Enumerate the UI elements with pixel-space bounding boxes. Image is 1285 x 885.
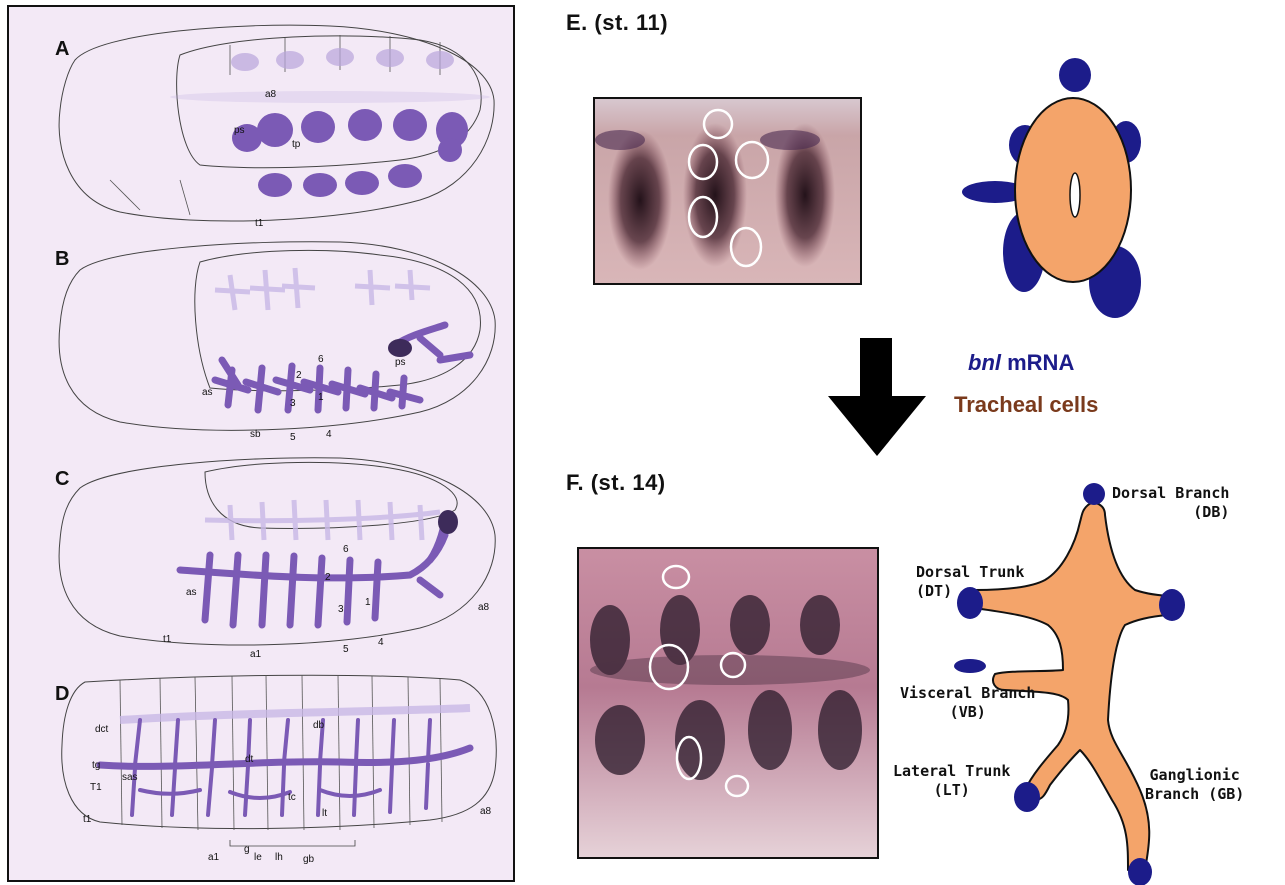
- label-visceral-branch-name: Visceral Branch: [900, 684, 1035, 703]
- label-b-3: 3: [290, 398, 296, 409]
- label-a-ps: ps: [234, 125, 245, 136]
- label-d-lh: lh: [275, 852, 283, 863]
- label-d-tc: tc: [288, 792, 296, 803]
- bnl-blob-f-gb: [1128, 858, 1152, 885]
- label-c-1: 1: [365, 597, 371, 608]
- label-c-3: 3: [338, 604, 344, 615]
- label-ganglionic-branch: Ganglionic Branch (GB): [1145, 766, 1244, 804]
- micrograph-f: [578, 548, 878, 858]
- label-c-5: 5: [343, 644, 349, 655]
- label-c-2: 2: [325, 572, 331, 583]
- label-dorsal-trunk: Dorsal Trunk (DT): [916, 563, 1024, 601]
- label-d-t1: t1: [83, 814, 92, 825]
- label-d-dt: dt: [245, 754, 254, 765]
- label-dorsal-trunk-abbr: (DT): [916, 582, 1024, 601]
- label-ganglionic-branch-name: Ganglionic: [1145, 766, 1244, 785]
- label-d-lt: lt: [322, 808, 327, 819]
- panel-letter-c: C: [55, 468, 69, 490]
- label-b-4: 4: [326, 429, 332, 440]
- left-panel: A a8 p: [8, 6, 514, 881]
- bnl-blob-f-vb: [954, 659, 986, 673]
- label-d-db: db: [313, 720, 325, 731]
- label-a-t1: t1: [255, 218, 264, 229]
- panel-letter-b: B: [55, 248, 69, 270]
- schematic-e: [962, 58, 1141, 318]
- label-dorsal-branch-abbr: (DB): [1112, 503, 1229, 522]
- label-d-sas: sas: [122, 772, 138, 783]
- label-c-a8: a8: [478, 602, 490, 613]
- bnl-blob-e-top: [1059, 58, 1091, 92]
- label-d-dct: dct: [95, 724, 109, 735]
- posterior-spiracle-b: [388, 339, 412, 357]
- label-b-sb: sb: [250, 429, 261, 440]
- micrograph-e: [594, 98, 861, 284]
- stage-label-e: E. (st. 11): [566, 10, 668, 36]
- stain-bands-e: [595, 123, 835, 270]
- label-c-t1: t1: [163, 634, 172, 645]
- down-arrow: [828, 338, 926, 456]
- label-visceral-branch: Visceral Branch (VB): [900, 684, 1035, 722]
- label-c-as: as: [186, 587, 197, 598]
- label-lateral-trunk: Lateral Trunk (LT): [893, 762, 1010, 800]
- label-b-as: as: [202, 387, 213, 398]
- label-lateral-trunk-name: Lateral Trunk: [893, 762, 1010, 781]
- label-d-a1: a1: [208, 852, 220, 863]
- label-b-5: 5: [290, 432, 296, 443]
- label-c-6: 6: [343, 544, 349, 555]
- label-d-gb: gb: [303, 854, 315, 865]
- bnl-blob-f-lt: [1014, 782, 1040, 812]
- label-a-tp: tp: [292, 139, 301, 150]
- label-b-ps: ps: [395, 357, 406, 368]
- label-b-2: 2: [296, 370, 302, 381]
- label-dorsal-trunk-name: Dorsal Trunk: [916, 563, 1024, 582]
- legend-bnl-italic: bnl: [968, 350, 1001, 375]
- label-c-a1: a1: [250, 649, 262, 660]
- label-lateral-trunk-abbr: (LT): [893, 781, 1010, 800]
- panel-letter-d: D: [55, 683, 69, 705]
- legend-bnl: bnl mRNA: [968, 350, 1074, 376]
- label-d-tg: tg: [92, 760, 100, 771]
- panel-letter-a: A: [55, 38, 69, 60]
- label-dorsal-branch-name: Dorsal Branch: [1112, 484, 1229, 503]
- stage-label-f: F. (st. 14): [566, 470, 666, 496]
- label-d-le: le: [254, 852, 262, 863]
- label-d-T1: T1: [90, 782, 102, 793]
- bnl-blob-f-dt-right: [1159, 589, 1185, 621]
- label-d-a8: a8: [480, 806, 492, 817]
- label-ganglionic-branch-abbr: Branch (GB): [1145, 785, 1244, 804]
- label-c-4: 4: [378, 637, 384, 648]
- posterior-spiracle-c: [438, 510, 458, 534]
- bnl-blob-f-db: [1083, 483, 1105, 505]
- legend-tracheal: Tracheal cells: [954, 392, 1098, 418]
- legend-bnl-rest: mRNA: [1001, 350, 1074, 375]
- label-b-6: 6: [318, 354, 324, 365]
- label-a-a8: a8: [265, 89, 277, 100]
- label-b-1: 1: [318, 392, 324, 403]
- label-dorsal-branch: Dorsal Branch (DB): [1112, 484, 1229, 522]
- placode-pit-e: [1070, 173, 1080, 217]
- label-visceral-branch-abbr: (VB): [900, 703, 1035, 722]
